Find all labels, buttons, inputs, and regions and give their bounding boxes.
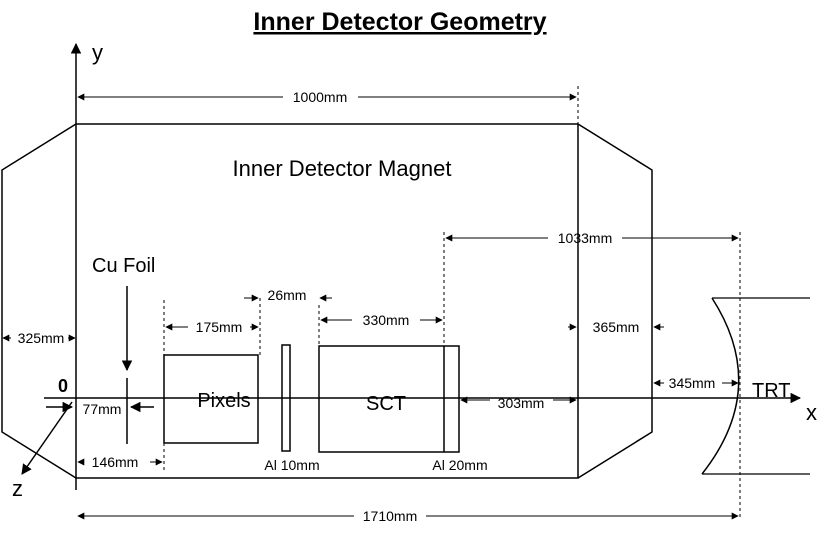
dim-1033-label: 1033mm (558, 230, 612, 246)
pixels-label: Pixels (197, 390, 250, 412)
al-20-label: Al 20mm (432, 457, 487, 473)
dim-1000-label: 1000mm (293, 89, 347, 105)
trt-label: TRT (752, 380, 791, 402)
cu-foil-label: Cu Foil (92, 255, 155, 277)
dim-325-label: 325mm (18, 330, 65, 346)
z-axis (21, 401, 73, 475)
magnet-label: Inner Detector Magnet (233, 156, 452, 181)
page-title: Inner Detector Geometry (253, 8, 546, 36)
dim-175-label: 175mm (196, 319, 243, 335)
dim-303-label: 303mm (498, 395, 545, 411)
origin-label: 0 (58, 376, 68, 396)
al-10-plate (281, 344, 291, 452)
trt-curve (701, 297, 740, 475)
dim-330-label: 330mm (363, 312, 410, 328)
sct-box (318, 345, 460, 453)
pixels-box (163, 354, 259, 444)
x-axis-label: x (806, 400, 817, 425)
dim-146-label: 146mm (92, 454, 139, 470)
y-axis-label: y (92, 40, 103, 65)
sct-label: SCT (366, 393, 406, 415)
dim-365-label: 365mm (593, 319, 640, 335)
dim-77-label: 77mm (83, 401, 122, 417)
dim-26-label: 26mm (268, 287, 307, 303)
al-10-label: Al 10mm (264, 457, 319, 473)
dim-345-label: 345mm (669, 375, 716, 391)
dim-1710-label: 1710mm (363, 508, 417, 524)
z-axis-label: z (12, 476, 23, 501)
